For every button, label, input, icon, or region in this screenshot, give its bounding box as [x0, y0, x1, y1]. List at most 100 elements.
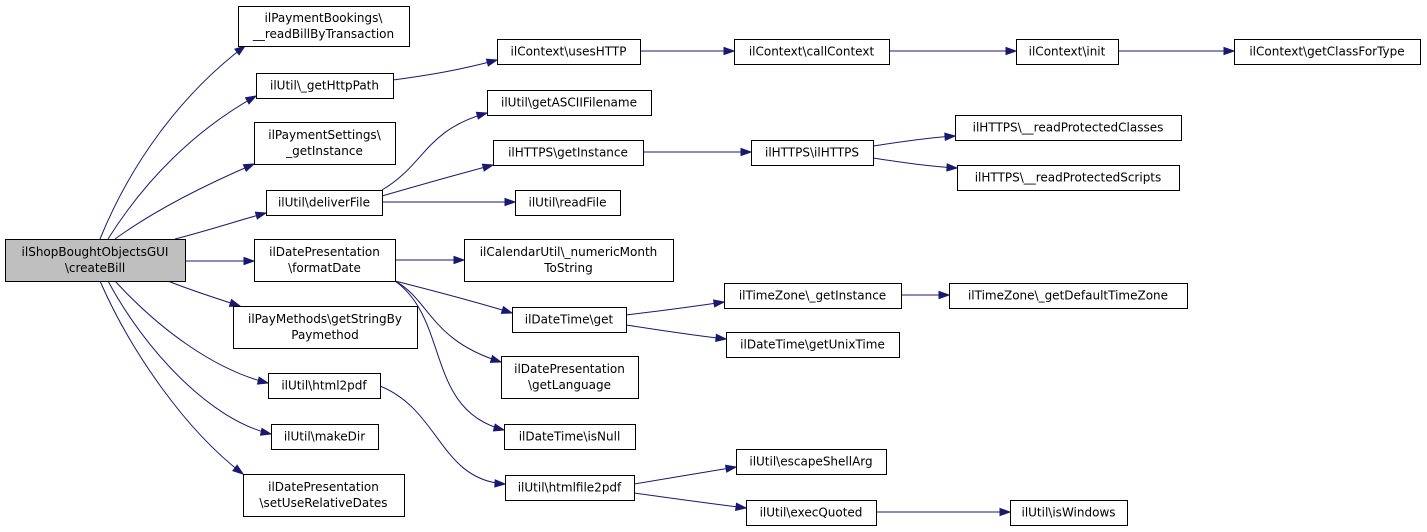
node-label: ilDatePresentation	[269, 245, 380, 259]
edge-line	[99, 45, 246, 240]
node-ilcontext-init[interactable]: ilContext\init	[1016, 39, 1119, 65]
node-ilcontext-useshttp[interactable]: ilContext\usesHTTP	[497, 39, 641, 65]
node-ildatepresentation-formatdate[interactable]: ilDatePresentation \formatDate	[254, 239, 396, 282]
edge-arrowhead	[256, 376, 270, 385]
edge-line	[872, 135, 956, 147]
node-box	[493, 140, 644, 166]
node-ilutil-deliverfile[interactable]: ilUtil\deliverFile	[266, 190, 383, 216]
node-box	[464, 239, 674, 282]
node-ildatepresentation-getlanguage[interactable]: ilDatePresentation\getLanguage	[501, 356, 639, 399]
edge-arrowhead	[481, 163, 495, 172]
node-ilutil-gethttppath[interactable]: ilUtil\_getHttpPath	[256, 73, 394, 99]
edge-line	[633, 466, 737, 485]
node-label: ToString	[543, 261, 592, 275]
edge-line	[394, 280, 502, 363]
node-ilcontext-callcontext[interactable]: ilContext\callContext	[734, 39, 890, 65]
edge-arrowhead	[254, 211, 268, 220]
node-label: ilPaymentSettings\	[268, 128, 381, 142]
edge-line	[394, 280, 505, 431]
node-label: \formatDate	[288, 261, 361, 275]
node-ilshopboughtobjectsgui-createbill[interactable]: ilShopBoughtObjectsGUI\createBill	[5, 239, 186, 282]
node-ilutil-getasciifilename[interactable]: ilUtil\getASCIIFilename	[487, 90, 652, 116]
node-ilcontext-getclassfortype[interactable]: ilContext\getClassForType	[1234, 39, 1421, 65]
node-label: ilUtil\html2pdf	[281, 379, 367, 393]
node-label: ilUtil\_getHttpPath	[270, 79, 379, 93]
edge-arrowhead	[494, 479, 507, 488]
edge-n11-to-n12	[889, 46, 1018, 56]
node-label: Paymethod	[291, 328, 359, 342]
node-ilutil-escapeshellarg[interactable]: ilUtil\escapeShellArg	[736, 449, 887, 475]
edge-arrowhead	[242, 163, 256, 173]
edge-arrowhead	[492, 423, 506, 432]
node-box	[266, 190, 383, 216]
node-ilutil-html2pdf[interactable]: ilUtil\html2pdf	[268, 373, 381, 399]
node-label: ilCalendarUtil\_numericMonth	[480, 245, 658, 259]
node-ildatetime-isnull[interactable]: ilDateTime\isNull	[504, 424, 636, 450]
node-ilhttps-readprotectedclasses[interactable]: ilHTTPS\__readProtectedClasses	[955, 115, 1182, 141]
edge-line	[633, 492, 747, 509]
edge-arrowhead	[999, 507, 1012, 517]
edge-line	[107, 280, 272, 435]
edge-arrowhead	[740, 147, 753, 157]
node-label: ilShopBoughtObjectsGUI	[22, 245, 169, 259]
edge-n16-to-n18	[872, 157, 959, 172]
node-box	[949, 283, 1188, 309]
edge-line	[381, 112, 488, 191]
edge-arrowhead	[243, 256, 256, 266]
edge-arrowhead	[453, 255, 466, 265]
edge-root-to-n9	[99, 280, 245, 475]
edge-arrowhead	[228, 298, 242, 307]
node-ilpaymentbookings-readbillbytransaction[interactable]: ilPaymentBookings\__readBillByTransactio…	[238, 6, 410, 47]
node-box	[746, 500, 877, 526]
node-ildatetime-getunixtime[interactable]: ilDateTime\getUnixTime	[726, 332, 900, 358]
edge-arrowhead	[232, 464, 245, 475]
edge-n7-to-n27	[379, 385, 507, 488]
node-label: ilDateTime\isNull	[519, 430, 621, 444]
node-label: ilHTTPS\__readProtectedScripts	[975, 171, 1162, 185]
node-box	[487, 90, 652, 116]
node-ilpaymentsettings-getinstance[interactable]: ilPaymentSettings\ _getInstance	[254, 122, 396, 165]
node-box	[238, 6, 410, 47]
edge-line	[114, 163, 255, 240]
node-ilutil-iswindows[interactable]: ilUtil\isWindows	[1010, 500, 1128, 526]
edge-line	[174, 212, 267, 240]
node-label: ilDatePresentation	[268, 480, 379, 494]
node-ilutil-htmlfile2pdf[interactable]: ilUtil\htmlfile2pdf	[505, 475, 635, 501]
node-label: ilTimeZone\_getInstance	[739, 289, 886, 303]
edge-n5-to-n26	[394, 280, 506, 432]
node-label: _getInstance	[285, 144, 363, 158]
node-ilutil-makedir[interactable]: ilUtil\makeDir	[271, 424, 379, 450]
node-label: ilContext\init	[1029, 45, 1106, 59]
node-ilutil-readfile[interactable]: ilUtil\readFile	[515, 190, 621, 216]
node-ilhttps-readprotectedscripts[interactable]: ilHTTPS\__readProtectedScripts	[957, 165, 1180, 191]
edge-arrowhead	[713, 299, 726, 308]
edge-n4-to-n19	[382, 197, 517, 207]
node-ildatetime-get[interactable]: ilDateTime\get	[512, 307, 627, 333]
edge-root-to-n6	[167, 280, 242, 307]
node-box	[501, 356, 639, 399]
edge-arrowhead	[500, 305, 514, 314]
edge-root-to-n7	[114, 280, 270, 385]
node-iltimezone-getdefaulttimezone[interactable]: ilTimeZone\_getDefaultTimeZone	[949, 283, 1188, 309]
node-label: ilPayMethods\getStringBy	[248, 312, 402, 326]
node-label: ilUtil\makeDir	[284, 430, 365, 444]
node-box	[268, 373, 381, 399]
node-ilhttps-ilhttps[interactable]: ilHTTPS\ilHTTPS	[751, 140, 874, 166]
node-ilutil-execquoted[interactable]: ilUtil\execQuoted	[746, 500, 877, 526]
node-layer: ilShopBoughtObjectsGUI\createBill ilPayme…	[5, 6, 1421, 526]
node-label: ilContext\getClassForType	[1249, 45, 1404, 59]
edge-n4-to-n14	[381, 111, 489, 191]
node-box	[233, 306, 418, 349]
edge-n21-to-n24	[625, 324, 728, 343]
node-box	[955, 115, 1182, 141]
node-ildatepresentation-setuserelativedates[interactable]: ilDatePresentation\setUseRelativeDates	[243, 474, 405, 517]
edge-root-to-n1	[99, 45, 247, 240]
node-iltimezone-getinstance[interactable]: ilTimeZone\_getInstance	[724, 283, 902, 309]
node-box	[734, 39, 890, 65]
node-ilhttps-getinstance[interactable]: ilHTTPS\getInstance	[493, 140, 644, 166]
edge-n5-to-n20	[395, 255, 466, 265]
edge-n10-to-n11	[640, 46, 736, 56]
